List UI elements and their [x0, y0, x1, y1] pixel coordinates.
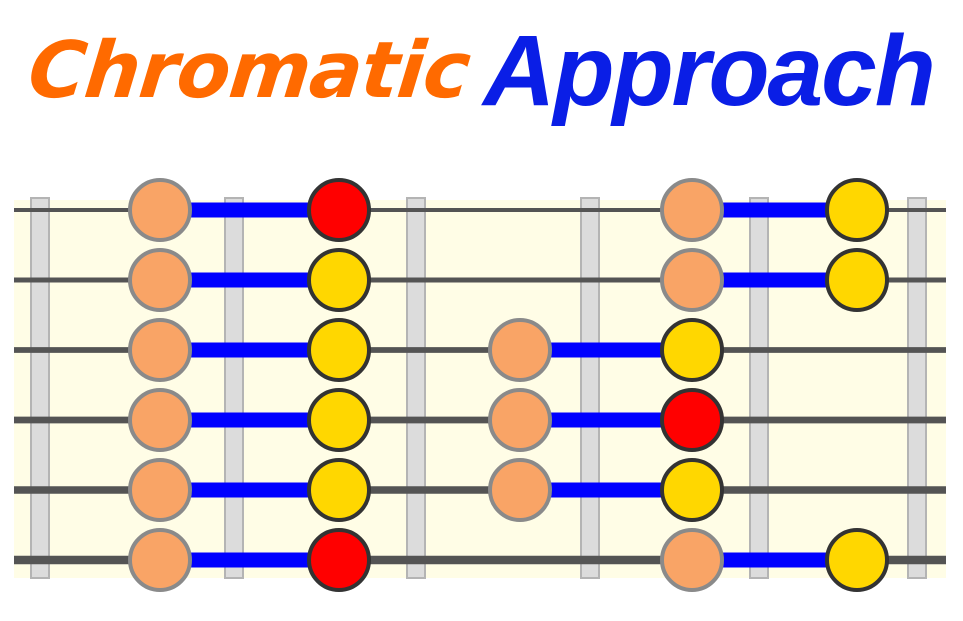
chromatic-note-s5-18 [488, 458, 552, 522]
root-note-s4-15 [660, 388, 724, 452]
fret-line-2 [406, 197, 426, 579]
chromatic-note-s6-20 [128, 528, 192, 592]
scale-note-s1-3 [825, 178, 889, 242]
fret-line-1 [224, 197, 244, 579]
fret-line-4 [749, 197, 769, 579]
chromatic-note-s1-0 [128, 178, 192, 242]
chromatic-note-s1-2 [660, 178, 724, 242]
title: ChromaticApproach [0, 10, 963, 130]
root-note-s1-1 [307, 178, 371, 242]
scale-note-s2-5 [307, 248, 371, 312]
scale-note-s4-13 [307, 388, 371, 452]
scale-note-s3-9 [307, 318, 371, 382]
scale-note-s5-17 [307, 458, 371, 522]
chromatic-note-s2-4 [128, 248, 192, 312]
notes [128, 178, 889, 592]
chromatic-note-s4-12 [128, 388, 192, 452]
fret-line-5 [907, 197, 927, 579]
chromatic-note-s2-6 [660, 248, 724, 312]
chromatic-note-s6-22 [660, 528, 724, 592]
chromatic-note-s4-14 [488, 388, 552, 452]
chromatic-note-s3-8 [128, 318, 192, 382]
chromatic-note-s3-10 [488, 318, 552, 382]
fret-line-0 [30, 197, 50, 579]
scale-note-s2-7 [825, 248, 889, 312]
scale-note-s3-11 [660, 318, 724, 382]
root-note-s6-21 [307, 528, 371, 592]
fret-line-3 [580, 197, 600, 579]
scale-note-s5-19 [660, 458, 724, 522]
chromatic-note-s5-16 [128, 458, 192, 522]
title-approach: Approach [483, 14, 936, 127]
scale-note-s6-23 [825, 528, 889, 592]
